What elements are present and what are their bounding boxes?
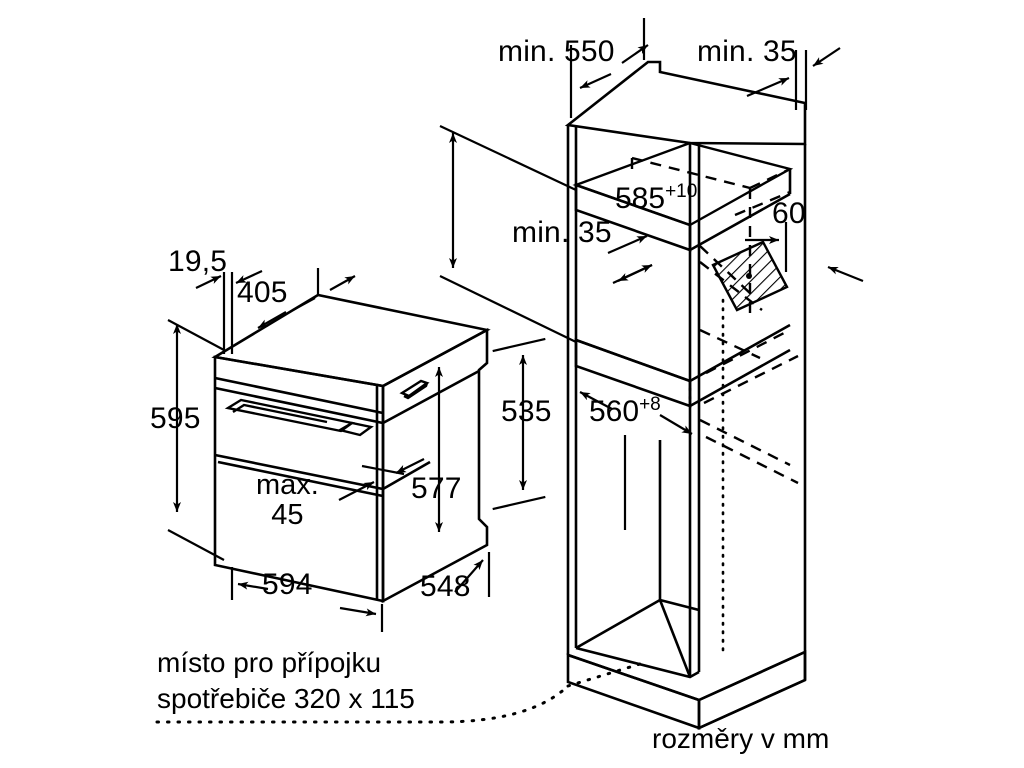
arrow-60-right [827, 265, 864, 283]
arrow-195-right [235, 270, 263, 284]
ext-585-bottom [439, 275, 577, 343]
ext-585-top [439, 125, 577, 191]
hidden-lower-shelf-line-2 [703, 354, 799, 405]
arrow-560-left [579, 391, 613, 410]
hidden-diagonal-lower [699, 418, 791, 467]
cabinet-lower-shelf-side-edge [689, 348, 791, 408]
arrow-195-left [195, 275, 222, 289]
arrow-max45-lower [338, 481, 375, 501]
ext-535-top [492, 337, 546, 353]
arrow-405-right [329, 275, 356, 291]
cabinet-plinth-top-edge [567, 653, 700, 702]
niche-width-value: 560 [589, 395, 640, 428]
dim-label-door-gap: max. 45 [256, 470, 319, 531]
cabinet-plinth-top-side-edge [698, 650, 806, 702]
oven-handle-right-cap [336, 421, 374, 437]
ext-595-bottom [167, 529, 225, 561]
connection-leader-line [155, 662, 642, 724]
hidden-diagonal-lower-2 [705, 435, 799, 485]
cabinet-plinth-side [697, 649, 807, 731]
dim-label-niche-width: 560+8 [589, 394, 661, 428]
tick-max45 [361, 464, 405, 476]
arrow-594-left [237, 581, 269, 591]
dim-label-niche-depth: min. 550 [498, 35, 615, 68]
niche-height-value: 585 [615, 182, 666, 215]
oven-door-gap-line [214, 453, 384, 491]
arrow-35shelf-lower [617, 264, 653, 282]
oven-handle-inner-line [232, 403, 328, 424]
niche-width-tolerance: +8 [639, 394, 661, 415]
arrow-550-right [621, 44, 649, 64]
leader-dotted-tail [566, 662, 642, 688]
hidden-top-back-diagonal [749, 167, 791, 190]
arrow-35shelf-upper [607, 234, 648, 255]
socket-center-dot [746, 273, 752, 279]
cabinet-lower-shelf-top [575, 323, 791, 383]
oven-control-band-bottom [214, 386, 384, 425]
arrow-594-right [339, 606, 377, 617]
cabinet-upper-shelf-side-edge [689, 192, 791, 252]
oven-side-handle-group [399, 379, 430, 400]
arrow-35top-right [812, 47, 841, 67]
note-connection-line-2: spotřebiče 320 x 115 [157, 683, 415, 714]
oven-body-group [211, 293, 491, 604]
ext-535-bottom [492, 495, 546, 511]
oven-side-handle-inner [403, 382, 429, 400]
door-gap-line-2: 45 [271, 499, 304, 532]
arrow-405-left [257, 311, 287, 329]
dim-label-height-back: 535 [501, 395, 552, 428]
cabinet-dimension-lines [439, 18, 864, 530]
arrow-560-right [659, 414, 693, 435]
cabinet-dotted-lines [688, 298, 725, 652]
oven-handle-group [224, 398, 374, 437]
ext-595-top [167, 319, 225, 351]
cabinet-floor-surface [575, 598, 700, 650]
dim-label-top-gap: min. 35 [697, 35, 797, 68]
socket-box-group [711, 240, 789, 312]
note-units: rozměry v mm [652, 723, 830, 754]
dim-label-front-offset: 19,5 [168, 245, 228, 278]
note-connection-line-1: místo pro přípojku [157, 647, 382, 678]
dim-label-shelf-gap: min. 35 [512, 216, 612, 249]
arrow-35top-left [746, 76, 790, 98]
dim-label-niche-height: 585+10 [615, 181, 698, 215]
oven-side-band [382, 369, 480, 425]
dim-label-depth-side: 548 [420, 570, 471, 603]
dim-label-depth-top: 405 [237, 276, 288, 309]
hidden-top-back-horizontal [631, 156, 751, 190]
niche-height-tolerance: +10 [665, 181, 698, 202]
dim-label-socket-depth: 60 [772, 197, 806, 230]
cabinet-group [564, 60, 807, 731]
door-gap-line-1: max. [256, 469, 319, 501]
oven-side-panel [381, 327, 489, 604]
dim-label-height-front: 595 [150, 402, 201, 435]
oven-dimension-lines [167, 268, 546, 632]
arrow-405-left-tail [292, 297, 316, 311]
hidden-lower-shelf-line [705, 328, 791, 375]
arrow-max45-upper [395, 458, 425, 474]
arrow-550-left [579, 72, 612, 90]
cabinet-plinth-front [566, 653, 701, 730]
oven-side-gap-line [382, 460, 431, 491]
hidden-shelf-back-edge-upper [734, 190, 791, 217]
dim-label-height-body: 577 [411, 472, 462, 505]
hidden-shelf-lower-back [699, 328, 761, 360]
cabinet-floor-diagonal [658, 599, 692, 678]
dim-label-width-front: 594 [262, 568, 313, 601]
arrow-548 [454, 559, 484, 593]
cabinet-top-face [564, 60, 807, 146]
oven-control-band-top [214, 376, 384, 415]
